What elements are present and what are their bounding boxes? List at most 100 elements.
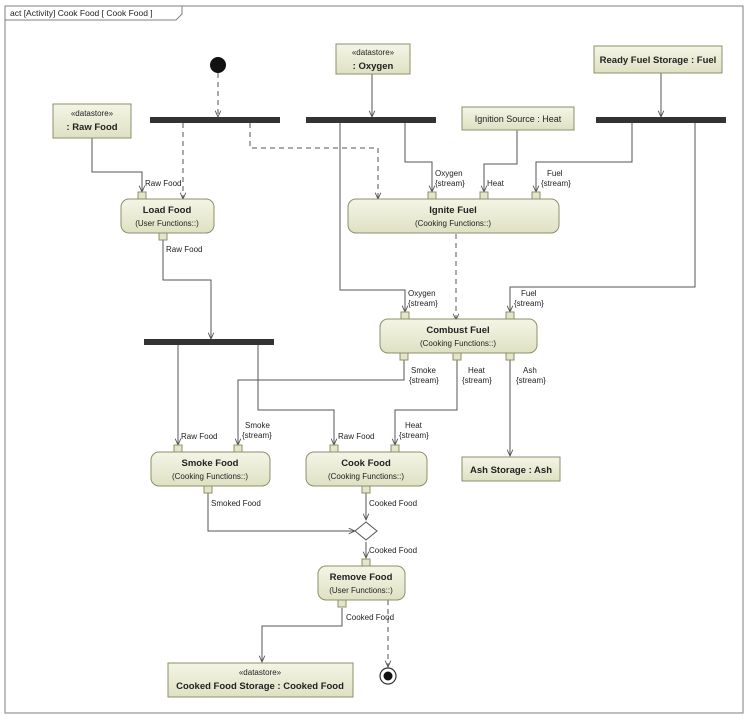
- label-smoke-smoke-stream: {stream}: [242, 431, 272, 440]
- label-combust-heat: Heat: [468, 366, 486, 375]
- cooked-food-storage-name: Cooked Food Storage : Cooked Food: [176, 681, 344, 692]
- initial-node[interactable]: [210, 57, 226, 73]
- load-food-owner: (User Functions::): [135, 219, 199, 228]
- object-ash-storage[interactable]: Ash Storage : Ash: [461, 456, 561, 482]
- pin-smoke-out[interactable]: [203, 485, 213, 494]
- smoke-food-name: Smoke Food: [181, 458, 238, 469]
- label-combust-oxygen-stream: {stream}: [408, 299, 438, 308]
- flow-oxygen-combust: [339, 123, 405, 312]
- pin-cook-rawfood[interactable]: [329, 444, 339, 453]
- flow-rawfood-load: [91, 138, 142, 192]
- smoke-food-owner: (Cooking Functions::): [172, 472, 248, 481]
- label-load-out: Raw Food: [166, 245, 202, 254]
- label-combust-oxygen: Oxygen: [408, 289, 436, 298]
- label-combust-ash: Ash: [523, 366, 537, 375]
- control-flow-ignite: [249, 123, 378, 199]
- load-food-name: Load Food: [143, 205, 192, 216]
- pin-combust-fuel[interactable]: [505, 311, 515, 320]
- pin-ignite-heat[interactable]: [479, 191, 489, 200]
- pin-smoke-smoke[interactable]: [233, 444, 243, 453]
- label-ignite-fuel: Fuel: [547, 169, 563, 178]
- cooked-food-storage-stereotype: «datastore»: [239, 668, 282, 677]
- label-combust-fuel: Fuel: [521, 289, 537, 298]
- ash-storage-label: Ash Storage : Ash: [470, 465, 552, 476]
- label-combust-smoke: Smoke: [411, 366, 436, 375]
- pin-remove-out[interactable]: [337, 599, 347, 608]
- frame-header-tab: [5, 6, 183, 21]
- pin-combust-smoke[interactable]: [399, 352, 409, 361]
- cook-food-name: Cook Food: [341, 458, 391, 469]
- datastore-raw-food-name: : Raw Food: [66, 122, 117, 133]
- flow-edges: [91, 73, 696, 667]
- action-ignite-fuel[interactable]: Ignite Fuel (Cooking Functions::): [347, 198, 560, 234]
- datastore-cooked-food-storage[interactable]: «datastore» Cooked Food Storage : Cooked…: [167, 662, 354, 698]
- action-smoke-food[interactable]: Smoke Food (Cooking Functions::): [150, 451, 271, 487]
- ignition-source-label: Ignition Source : Heat: [475, 114, 562, 124]
- label-cook-out: Cooked Food: [369, 499, 417, 508]
- label-ignite-heat: Heat: [487, 179, 505, 188]
- remove-food-name: Remove Food: [330, 572, 393, 583]
- label-cook-heat-stream: {stream}: [399, 431, 429, 440]
- fork-bar-3[interactable]: [596, 117, 726, 123]
- pin-smoke-rawfood[interactable]: [173, 444, 183, 453]
- flow-smoke: [238, 358, 405, 445]
- label-smoke-rawfood: Raw Food: [181, 432, 217, 441]
- object-ignition-source[interactable]: Ignition Source : Heat: [461, 106, 575, 131]
- ready-fuel-storage-label: Ready Fuel Storage : Fuel: [600, 55, 717, 66]
- action-load-food[interactable]: Load Food (User Functions::): [120, 198, 215, 234]
- pin-load-out[interactable]: [158, 232, 168, 241]
- pins: [137, 191, 541, 608]
- diagram-frame: [4, 5, 744, 714]
- pin-cook-out[interactable]: [361, 485, 371, 494]
- label-ignite-oxygen: Oxygen: [435, 169, 463, 178]
- combust-fuel-name: Combust Fuel: [426, 325, 489, 336]
- label-ignite-oxygen-stream: {stream}: [435, 179, 465, 188]
- action-combust-fuel[interactable]: Combust Fuel (Cooking Functions::): [379, 318, 538, 354]
- pin-combust-oxygen[interactable]: [400, 311, 410, 320]
- label-combust-ash-stream: {stream}: [516, 376, 546, 385]
- label-ignite-fuel-stream: {stream}: [541, 179, 571, 188]
- merge-node[interactable]: [354, 521, 378, 541]
- combust-fuel-owner: (Cooking Functions::): [420, 339, 496, 348]
- pin-ignite-oxygen[interactable]: [427, 191, 437, 200]
- flow-rawfood-cook: [257, 345, 334, 445]
- object-ready-fuel-storage[interactable]: Ready Fuel Storage : Fuel: [593, 45, 723, 74]
- label-smoke-smoke: Smoke: [245, 421, 270, 430]
- datastore-oxygen[interactable]: «datastore» : Oxygen: [335, 43, 411, 75]
- action-remove-food[interactable]: Remove Food (User Functions::): [317, 565, 406, 601]
- pin-ignite-fuel[interactable]: [531, 191, 541, 200]
- fork-bar-2[interactable]: [306, 117, 436, 123]
- label-combust-smoke-stream: {stream}: [409, 376, 439, 385]
- flow-remove-storage: [262, 608, 343, 662]
- flow-heat-cook: [395, 358, 458, 445]
- pin-remove-in[interactable]: [361, 558, 371, 567]
- label-remove-in: Cooked Food: [369, 546, 417, 555]
- action-cook-food[interactable]: Cook Food (Cooking Functions::): [305, 451, 428, 487]
- fork-bar-4[interactable]: [144, 339, 274, 345]
- pin-combust-heat[interactable]: [452, 352, 462, 361]
- fork-bar-1[interactable]: [150, 117, 280, 123]
- cook-food-owner: (Cooking Functions::): [328, 472, 404, 481]
- ignite-fuel-name: Ignite Fuel: [429, 205, 477, 216]
- label-cook-rawfood: Raw Food: [338, 432, 374, 441]
- flow-fuel-combust: [510, 123, 696, 312]
- pin-cook-heat[interactable]: [390, 444, 400, 453]
- pin-load-in[interactable]: [137, 191, 147, 200]
- frame-header: act [Activity] Cook Food [ Cook Food ]: [10, 8, 153, 18]
- datastore-raw-food[interactable]: «datastore» : Raw Food: [52, 103, 132, 139]
- remove-food-owner: (User Functions::): [329, 586, 393, 595]
- pin-labels: Raw Food Raw Food Oxygen {stream} Heat F…: [145, 169, 571, 622]
- datastore-oxygen-name: : Oxygen: [353, 61, 394, 72]
- ignite-fuel-owner: (Cooking Functions::): [415, 219, 491, 228]
- flow-heat-ignite: [484, 130, 518, 192]
- label-remove-out: Cooked Food: [346, 613, 394, 622]
- label-smoke-out: Smoked Food: [211, 499, 261, 508]
- pin-combust-ash[interactable]: [505, 352, 515, 361]
- flow-fuel-ignite: [536, 123, 633, 192]
- final-node[interactable]: [379, 667, 397, 685]
- flow-smoked-merge: [207, 492, 355, 531]
- datastore-raw-food-stereotype: «datastore»: [71, 109, 114, 118]
- datastore-oxygen-stereotype: «datastore»: [352, 48, 395, 57]
